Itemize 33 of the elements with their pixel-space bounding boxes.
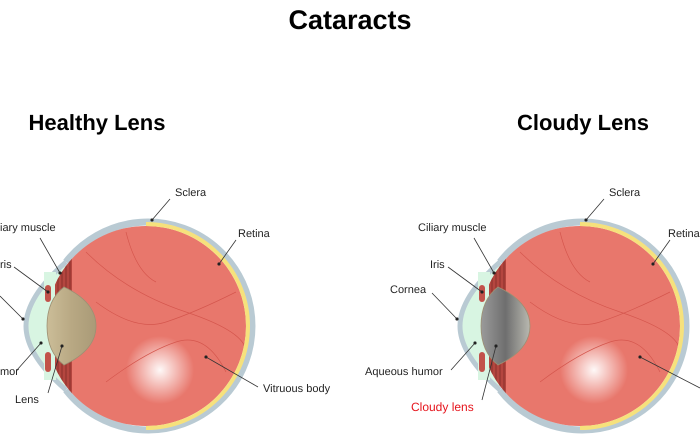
leader-line bbox=[48, 344, 64, 394]
leader-line bbox=[40, 238, 62, 275]
part-label: Sclera bbox=[175, 186, 206, 200]
title: Cataracts bbox=[288, 4, 412, 37]
leader-line bbox=[651, 240, 670, 266]
part-label: ris bbox=[0, 258, 12, 272]
part-label: Cloudy lens bbox=[411, 400, 474, 414]
part-label: Iris bbox=[430, 258, 445, 272]
leader-line bbox=[482, 344, 498, 400]
part-label: Aqueous humor bbox=[365, 365, 443, 379]
part-label: iary muscle bbox=[0, 221, 56, 235]
section-heading: Healthy Lens bbox=[28, 109, 166, 137]
leader-line bbox=[217, 240, 236, 266]
leader-line bbox=[16, 341, 43, 370]
leader-line bbox=[638, 355, 700, 388]
leader-line bbox=[432, 292, 459, 321]
leader-line bbox=[474, 238, 496, 275]
part-label: Sclera bbox=[609, 186, 640, 200]
part-label: mor bbox=[0, 365, 19, 379]
part-label: Retina bbox=[668, 227, 700, 241]
leader-line bbox=[450, 341, 477, 370]
part-label: Lens bbox=[15, 393, 39, 407]
leader-line bbox=[204, 355, 258, 388]
part-label: Vitruous body bbox=[263, 382, 330, 396]
leader-line bbox=[150, 198, 170, 222]
leader-line bbox=[448, 266, 484, 294]
leader-line bbox=[14, 266, 50, 294]
part-label: Ciliary muscle bbox=[418, 221, 486, 235]
section-heading: Cloudy Lens bbox=[517, 109, 649, 137]
leader-line bbox=[0, 296, 25, 321]
leader-line bbox=[584, 198, 604, 222]
part-label: Retina bbox=[238, 227, 270, 241]
part-label: Cornea bbox=[390, 283, 426, 297]
